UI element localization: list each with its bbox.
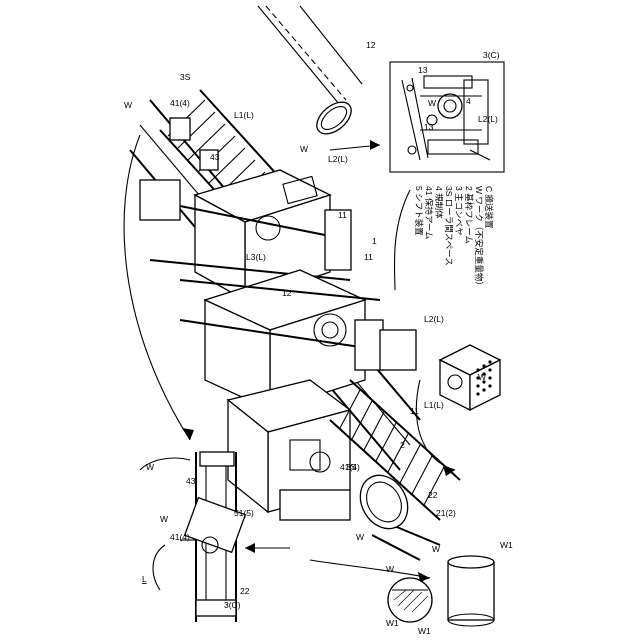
label-l-side: L	[142, 574, 147, 584]
label-22-side: 22	[240, 586, 250, 596]
label-w-inset: W	[428, 98, 436, 108]
label-l1l-low: L1(L)	[424, 400, 444, 410]
label-12: 12	[366, 40, 376, 50]
label-13: 13	[418, 65, 428, 75]
label-l2l-low: L2(L)	[424, 314, 444, 324]
label-2-low: 2	[400, 440, 405, 450]
label-w-mid: W	[356, 532, 364, 542]
workpiece-cylinder	[448, 556, 494, 626]
label-41-4-low: 41(4)	[340, 462, 360, 472]
legend-item: 2 基枠フレーム	[464, 186, 474, 244]
label-w-side: W	[160, 514, 168, 524]
label-3c-top: 3(C)	[483, 50, 500, 60]
label-21-2: 21(2)	[436, 508, 456, 518]
label-13b-inset: 13	[424, 122, 434, 132]
label-1-main: 1	[372, 236, 377, 246]
label-w-bottom: W	[386, 564, 394, 574]
legend-item: 5 シフト装置	[414, 186, 424, 236]
workpiece-cube	[440, 345, 500, 410]
main-machine	[130, 90, 460, 560]
pipe-workpiece	[258, 6, 362, 140]
label-w-cube: W	[478, 372, 486, 382]
label-12-mid: 12	[282, 288, 292, 298]
legend-item: 3 主コンベヤ	[454, 186, 464, 236]
label-w1-c: W1	[418, 626, 431, 636]
label-l2l-mid: L2(L)	[328, 154, 348, 164]
legend-item: 4 規制体	[434, 186, 444, 219]
label-11-b: 11	[364, 252, 373, 262]
legend-item: C 搬送装置	[484, 186, 494, 229]
label-43-side: 43	[186, 476, 196, 486]
label-w-top: W	[124, 100, 132, 110]
label-4-inset: 4	[466, 96, 471, 106]
label-w-low: W	[432, 544, 440, 554]
legend: C 搬送装置W ワーク（不安定重量物）2 基枠フレーム3 主コンベヤ3S ローラ…	[414, 186, 494, 290]
label-51-5: 51(5)	[234, 508, 254, 518]
label-w1-a: W1	[500, 540, 513, 550]
label-41-4-top: 41(4)	[170, 98, 190, 108]
label-11-a: 11	[338, 210, 347, 220]
label-43-top: 43	[210, 152, 220, 162]
label-3c-side: 3(C)	[224, 600, 241, 610]
drum-workpiece	[351, 467, 417, 537]
label-l3l: L3(L)	[246, 252, 266, 262]
label-11-c: 11	[410, 406, 419, 416]
label-l2l-inset: L2(L)	[478, 114, 498, 124]
label-w-side2: W	[146, 462, 154, 472]
label-l1l-top: L1(L)	[234, 110, 254, 120]
circle-detail	[388, 578, 432, 622]
label-w-pipe: W	[300, 144, 308, 154]
legend-item: 41 保持アーム	[424, 186, 434, 240]
legend-item: 3S ローラ間スペース	[444, 186, 454, 266]
legend-item: W ワーク（不安定重量物）	[474, 186, 484, 290]
label-22-low: 22	[428, 490, 438, 500]
label-41-4-side: 41(4)	[170, 532, 190, 542]
label-w1-b: W1	[386, 618, 399, 628]
label-3s-top: 3S	[180, 72, 191, 82]
frame-lower	[228, 380, 350, 520]
